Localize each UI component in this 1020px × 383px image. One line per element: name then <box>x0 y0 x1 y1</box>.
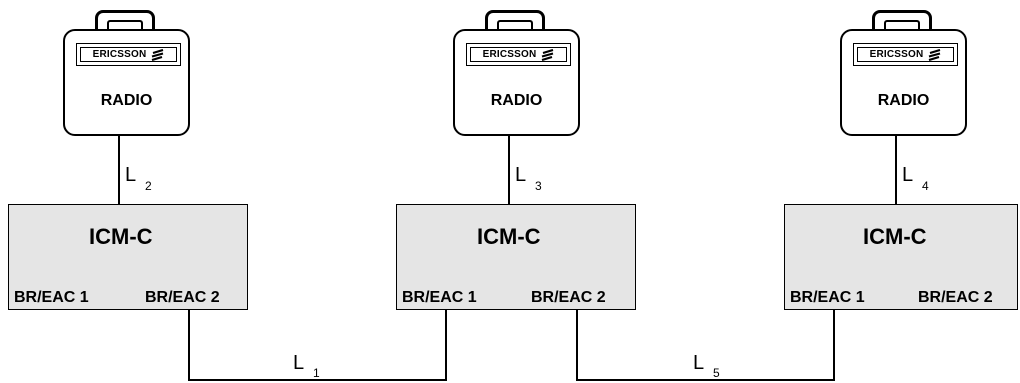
port-br-eac-1: BR/EAC 1 <box>790 289 865 307</box>
icm-c-unit-2: ICM-C BR/EAC 1 BR/EAC 2 <box>396 204 636 310</box>
radio-body: ERICSSON RADIO <box>63 29 190 136</box>
ericsson-logo: ERICSSON <box>466 43 571 66</box>
port-br-eac-2: BR/EAC 2 <box>918 289 993 307</box>
port-br-eac-1: BR/EAC 1 <box>402 289 477 307</box>
ericsson-logo: ERICSSON <box>76 43 181 66</box>
ericsson-mark-icon <box>541 49 554 61</box>
icm-title: ICM-C <box>477 224 541 250</box>
radio-label: RADIO <box>65 92 188 110</box>
radio-body: ERICSSON RADIO <box>840 29 967 136</box>
icm-title: ICM-C <box>89 224 153 250</box>
radio-unit-3: ERICSSON RADIO <box>840 0 970 136</box>
port-br-eac-2: BR/EAC 2 <box>531 289 606 307</box>
radio-body: ERICSSON RADIO <box>453 29 580 136</box>
logo-text: ERICSSON <box>870 49 924 60</box>
link-l5-line <box>577 310 834 380</box>
port-br-eac-1: BR/EAC 1 <box>14 289 89 307</box>
port-br-eac-2: BR/EAC 2 <box>145 289 220 307</box>
radio-unit-2: ERICSSON RADIO <box>453 0 583 136</box>
radio-unit-1: ERICSSON RADIO <box>63 0 193 136</box>
ericsson-logo: ERICSSON <box>853 43 958 66</box>
icm-c-unit-1: ICM-C BR/EAC 1 BR/EAC 2 <box>8 204 248 310</box>
radio-label: RADIO <box>842 92 965 110</box>
ericsson-mark-icon <box>928 49 941 61</box>
logo-text: ERICSSON <box>93 49 147 60</box>
logo-text: ERICSSON <box>483 49 537 60</box>
radio-label: RADIO <box>455 92 578 110</box>
icm-title: ICM-C <box>863 224 927 250</box>
icm-c-unit-3: ICM-C BR/EAC 1 BR/EAC 2 <box>784 204 1018 310</box>
ericsson-mark-icon <box>151 49 164 61</box>
